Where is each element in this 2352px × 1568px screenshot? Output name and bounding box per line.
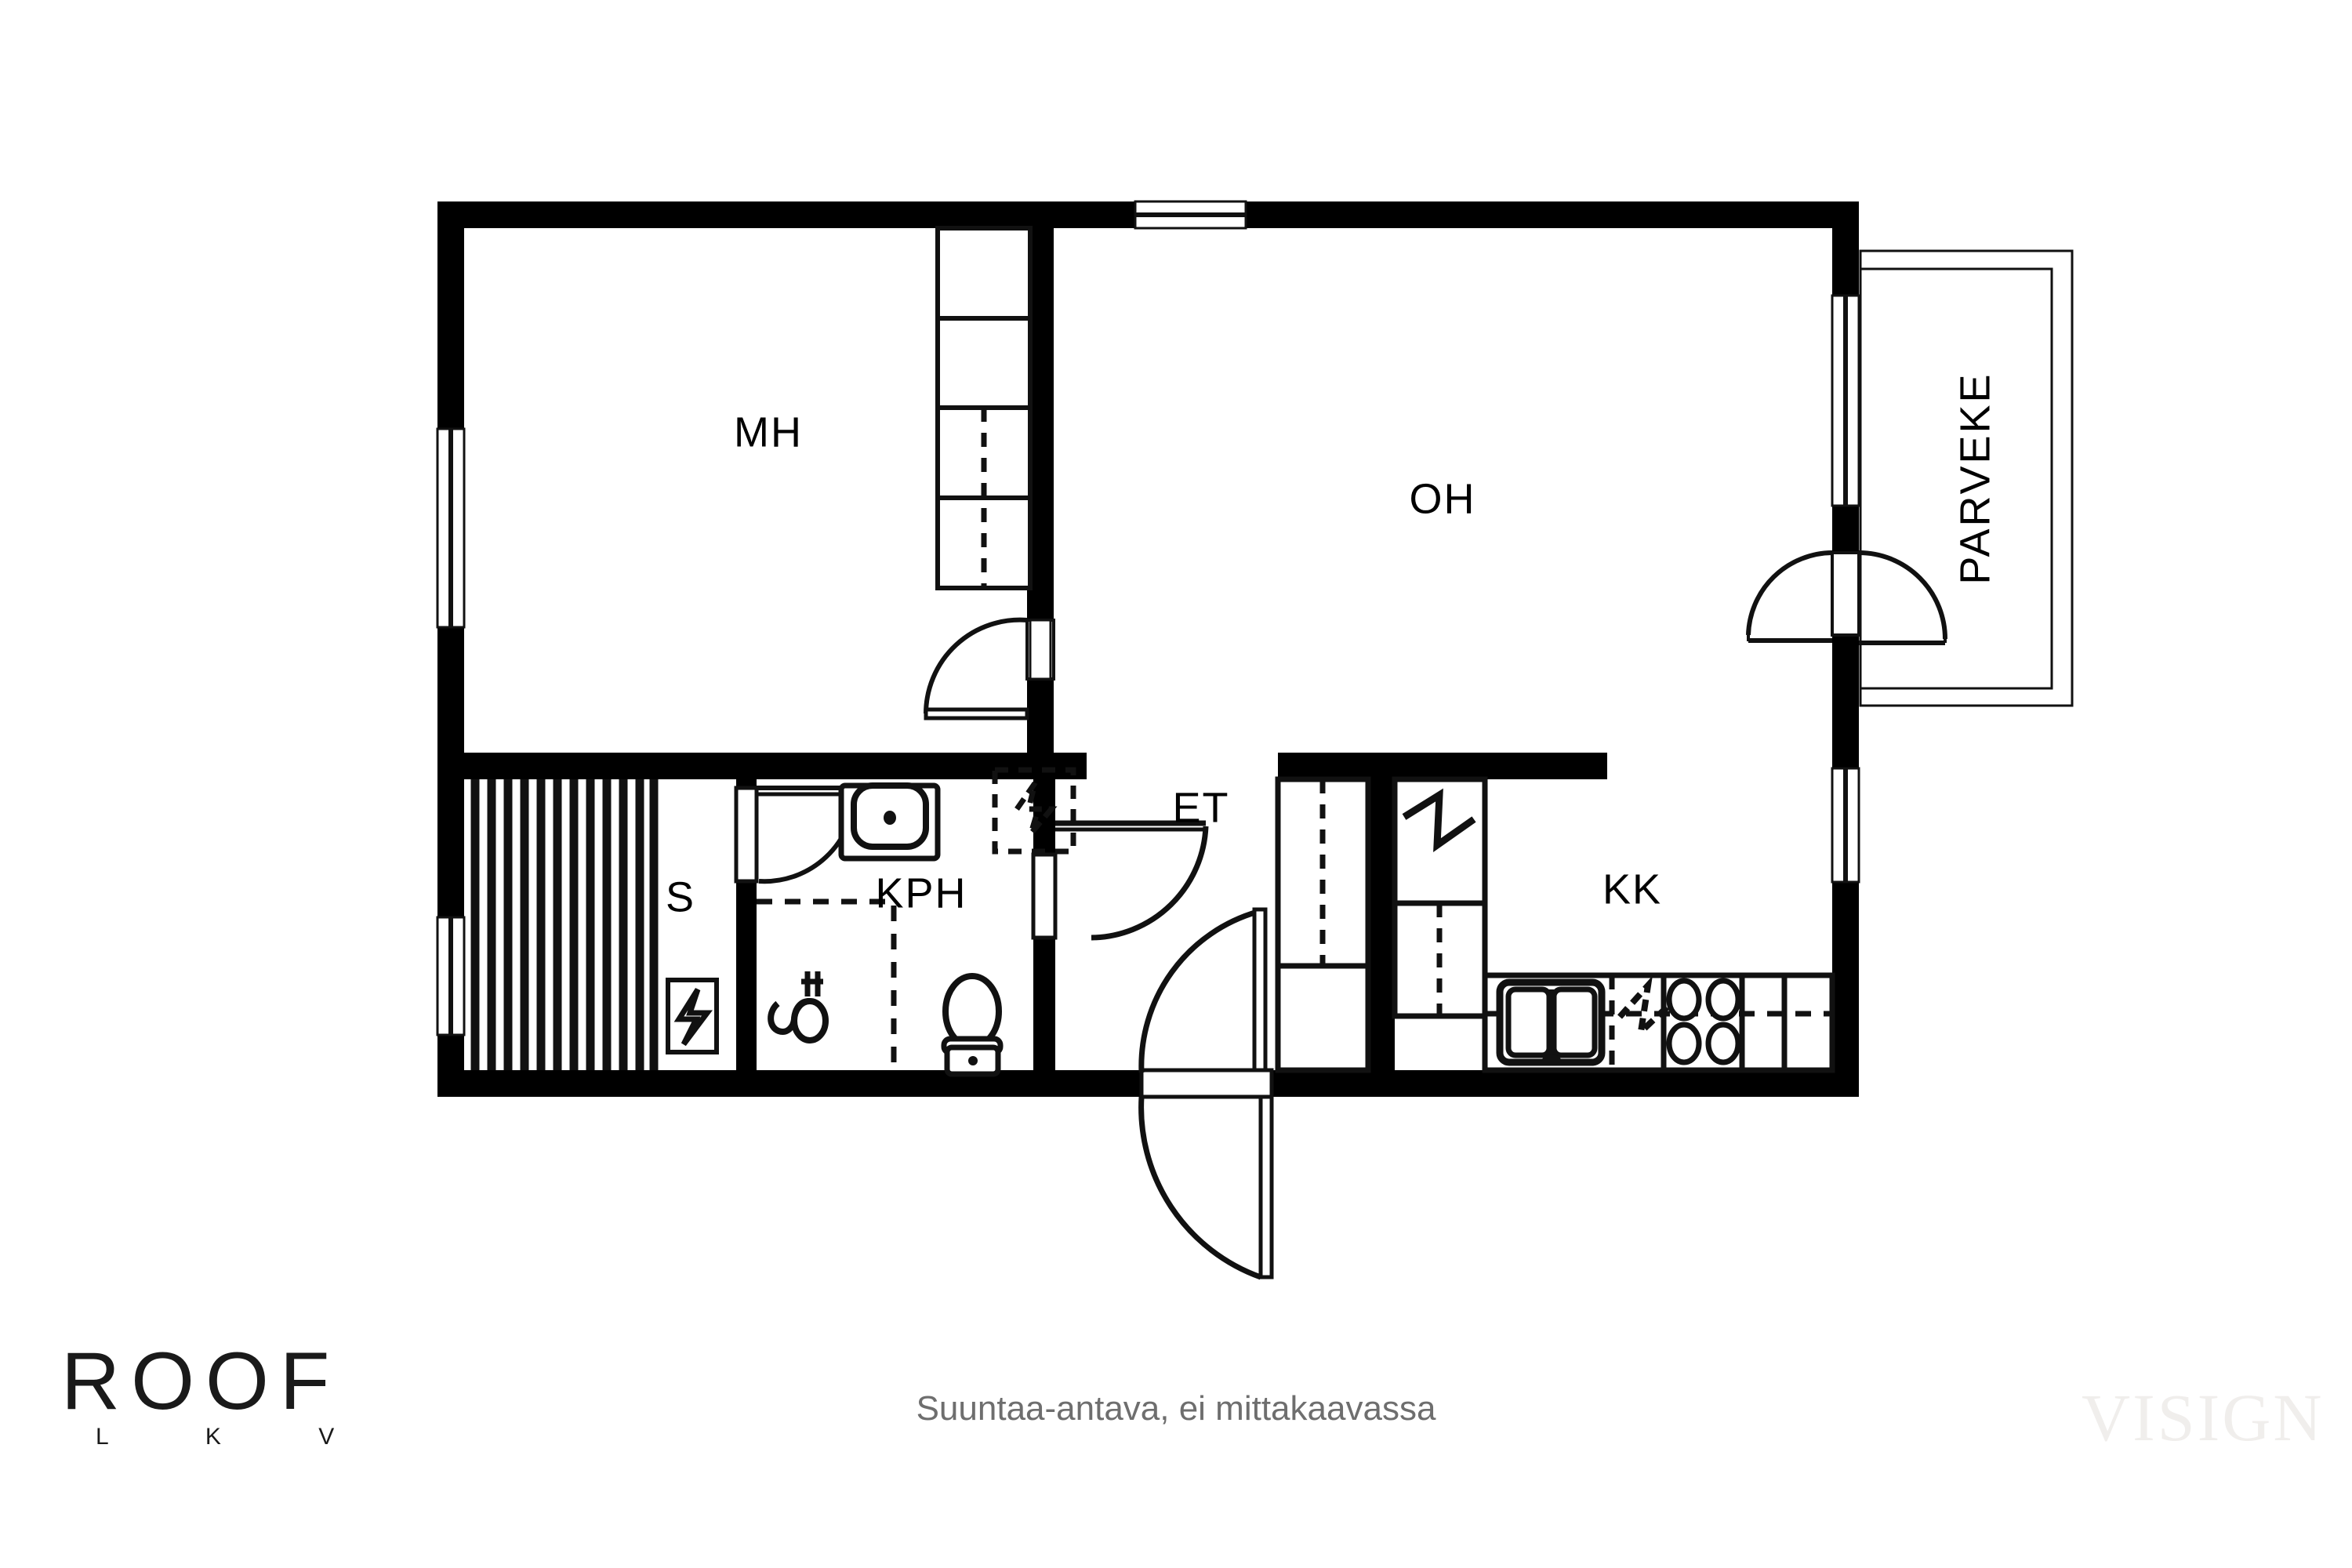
- room-label-parveke: PARVEKE: [1951, 372, 1998, 584]
- kk-dishwasher: [1609, 975, 1670, 1070]
- roof-lkv-logo: ROOF L K V: [61, 1341, 422, 1450]
- window-east-upper: [1831, 294, 1860, 507]
- door-entry-inner-arc: [1138, 907, 1268, 1073]
- logo-subtitle: L K V: [96, 1424, 380, 1450]
- kph-appliance-area: [992, 767, 1076, 855]
- window-top: [1134, 200, 1247, 230]
- scale-disclaimer: Suuntaa-antava, ei mittakaavassa: [916, 1389, 1436, 1428]
- window-west-lower: [436, 916, 466, 1036]
- door-mh: [924, 617, 1055, 720]
- kph-faucet-icon: [768, 971, 829, 1044]
- room-label-mh: MH: [734, 408, 803, 456]
- kk-sink: [1496, 978, 1606, 1066]
- door-sauna: [734, 786, 857, 884]
- door-balcony: [1746, 550, 1947, 645]
- sauna-benches: [469, 779, 659, 1070]
- et-closet: [1275, 776, 1371, 1073]
- interior-walls: [464, 228, 1607, 1070]
- room-label-s: S: [666, 873, 695, 920]
- kk-fridge: [1392, 776, 1488, 906]
- room-label-et: ET: [1172, 784, 1229, 831]
- kph-toilet-icon: [941, 973, 1004, 1077]
- kph-shower-area: [757, 898, 897, 1070]
- kk-stove: [1666, 978, 1741, 1065]
- kph-washbasin: [838, 782, 941, 862]
- kk-tall-cabinet: [1392, 900, 1488, 1019]
- room-label-kph: KPH: [875, 869, 967, 916]
- window-west-upper: [436, 427, 466, 629]
- exterior-walls: [437, 201, 1859, 1097]
- sauna-heater-icon: [666, 978, 719, 1054]
- logo-wordmark: ROOF: [61, 1336, 341, 1427]
- balcony-outline: [1859, 249, 2074, 707]
- wardrobe-mh: [935, 226, 1033, 590]
- door-entry: [1138, 1068, 1274, 1280]
- door-kph: [1031, 820, 1209, 941]
- visign-watermark: VISIGN: [2082, 1380, 2325, 1455]
- window-east-lower: [1831, 767, 1860, 884]
- room-label-kk: KK: [1602, 866, 1662, 913]
- room-label-oh: OH: [1410, 475, 1476, 522]
